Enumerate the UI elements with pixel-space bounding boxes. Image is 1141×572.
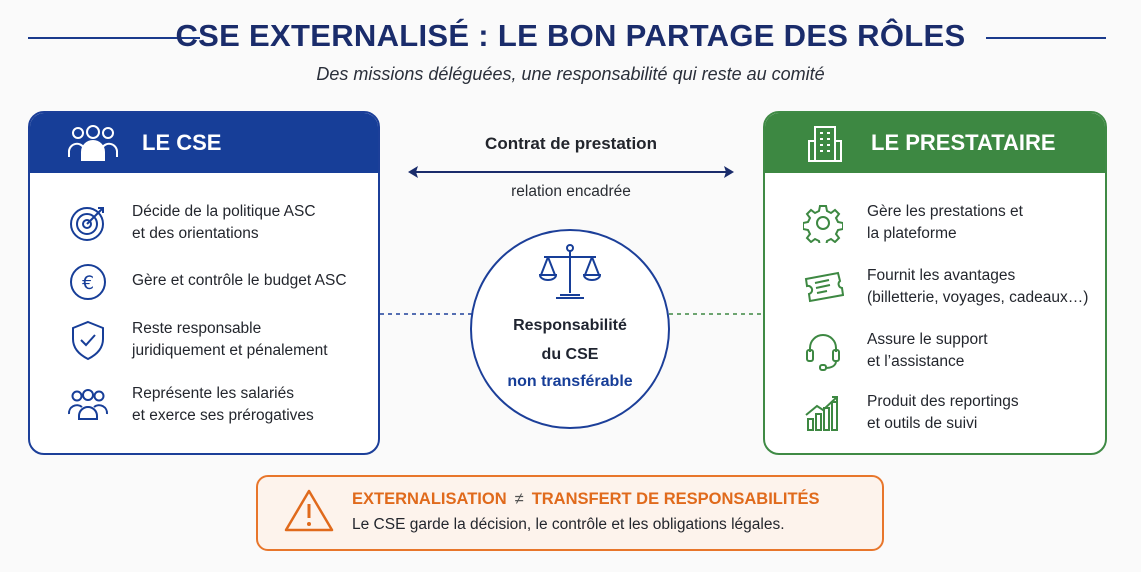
circle-line-1: Responsabilité [513, 317, 627, 334]
item-line: Assure le support [867, 331, 988, 348]
item-line: Fournit les avantages [867, 267, 1016, 284]
target-icon [66, 201, 110, 245]
relation-label: relation encadrée [511, 183, 631, 200]
item-line: et l’assistance [867, 353, 965, 370]
item-line: Représente les salariés [132, 385, 294, 402]
bar-chart-icon [801, 391, 845, 435]
list-item: Reste responsable juridiquement et pénale… [66, 318, 328, 362]
not-equal-sign: ≠ [514, 490, 524, 508]
warning-title-right: TRANSFERT DE RESPONSABILITÉS [531, 490, 820, 508]
page-subtitle: Des missions déléguées, une responsabili… [316, 64, 825, 84]
dashed-connector-right [669, 313, 765, 315]
warning-icon [284, 489, 334, 532]
item-line: la plateforme [867, 225, 957, 242]
item-line: Décide de la politique ASC [132, 203, 316, 220]
item-line: Reste responsable [132, 320, 262, 337]
list-item: Fournit les avantages (billetterie, voyag… [801, 265, 1088, 309]
gear-icon [801, 201, 845, 245]
item-line: et outils de suivi [867, 415, 978, 432]
list-item: € Gère et contrôle le budget ASC [66, 260, 347, 304]
item-line: et exerce ses prérogatives [132, 407, 314, 424]
people-group-icon [66, 123, 120, 163]
item-line: (billetterie, voyages, cadeaux…) [867, 289, 1089, 306]
title-rule-right [986, 37, 1106, 39]
warning-title: EXTERNALISATION ≠ TRANSFERT DE RESPONSABIL… [352, 490, 820, 509]
headset-icon [801, 329, 845, 373]
warning-title-left: EXTERNALISATION [352, 490, 507, 508]
cse-panel-header: LE CSE [30, 113, 378, 173]
item-line: Gère et contrôle le budget ASC [132, 272, 347, 289]
list-item: Assure le support et l’assistance [801, 329, 988, 373]
prestataire-panel-title: LE PRESTATAIRE [871, 130, 1056, 155]
title-rule-left [28, 37, 200, 39]
ticket-icon [801, 265, 845, 309]
dashed-connector-left [380, 313, 472, 315]
contract-label: Contrat de prestation [485, 134, 657, 153]
cse-panel-title: LE CSE [142, 130, 222, 155]
page-title: CSE EXTERNALISÉ : LE BON PARTAGE DES RÔL… [175, 18, 966, 53]
warning-callout [256, 475, 884, 551]
svg-text:€: € [82, 272, 94, 294]
item-line: et des orientations [132, 225, 259, 242]
prestataire-panel-header: LE PRESTATAIRE [765, 113, 1105, 173]
circle-line-2: du CSE [541, 346, 599, 363]
building-icon [805, 123, 849, 163]
cse-panel: LE CSE Décide de la politique ASC et des … [28, 111, 380, 455]
item-line: Gère les prestations et [867, 203, 1023, 220]
item-line: Produit des reportings [867, 393, 1019, 410]
people-icon [66, 383, 110, 427]
shield-check-icon [66, 318, 110, 362]
list-item: Décide de la politique ASC et des orienta… [66, 201, 316, 245]
list-item: Produit des reportings et outils de suivi [801, 391, 1019, 435]
warning-text: Le CSE garde la décision, le contrôle et… [352, 516, 785, 533]
list-item: Représente les salariés et exerce ses pré… [66, 383, 314, 427]
euro-icon: € [66, 260, 110, 304]
circle-line-3: non transférable [507, 373, 633, 390]
double-arrow-icon [408, 166, 734, 178]
prestataire-panel: LE PRESTATAIRE Gère les prestations et la… [763, 111, 1107, 455]
item-line: juridiquement et pénalement [132, 342, 328, 359]
list-item: Gère les prestations et la plateforme [801, 201, 1023, 245]
scales-icon [538, 244, 602, 299]
